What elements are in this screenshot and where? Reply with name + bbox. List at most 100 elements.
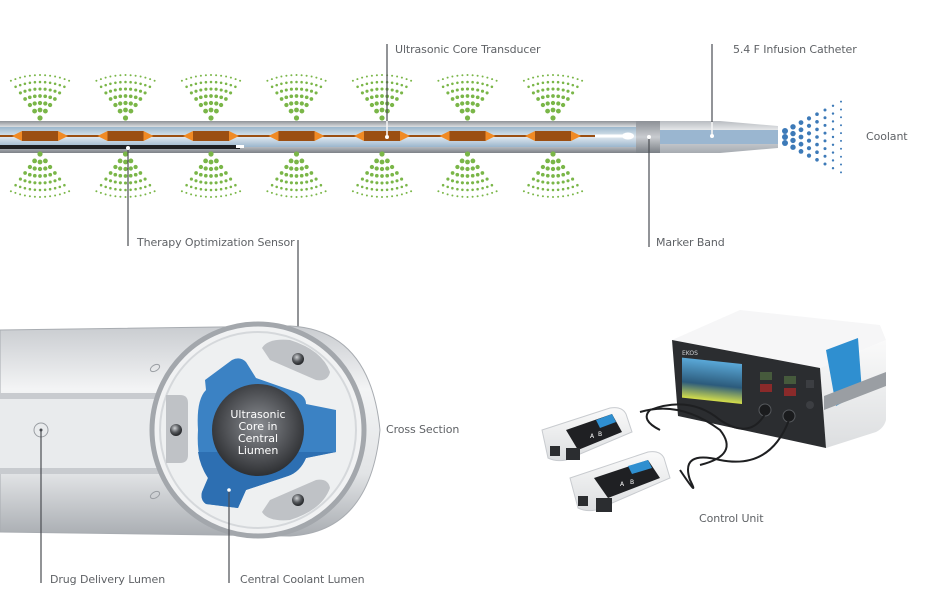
wave-dot	[527, 85, 530, 89]
wave-dot	[481, 75, 484, 78]
wave-dot	[129, 74, 132, 77]
module-panel-accent	[628, 460, 652, 474]
wave-dot	[370, 195, 373, 198]
wave-dot	[288, 158, 294, 164]
coolant-dot	[823, 116, 827, 120]
wave-dot	[109, 194, 112, 197]
wave-dot	[133, 172, 138, 177]
wave-dot	[465, 159, 470, 165]
wave-dot	[460, 94, 465, 99]
wave-dot	[33, 80, 37, 84]
wave-dot	[361, 193, 364, 196]
wave-dot	[356, 85, 359, 89]
wave-dot	[138, 89, 143, 93]
stop-button-a[interactable]	[760, 384, 772, 392]
wave-dot	[48, 172, 53, 177]
wave-dot	[369, 172, 374, 177]
wave-dot	[18, 91, 22, 95]
wave-dot	[581, 79, 584, 82]
stop-button-b[interactable]	[784, 388, 796, 396]
wave-dot	[310, 186, 313, 190]
wave-dot	[527, 183, 530, 187]
wave-dot	[379, 159, 385, 165]
wave-dot	[561, 81, 565, 85]
wave-dot	[369, 95, 374, 100]
wave-dot	[27, 102, 33, 108]
module-channel-label: A	[590, 433, 595, 440]
wave-dot	[446, 91, 450, 95]
wave-dot	[128, 108, 134, 114]
wave-dot	[275, 83, 278, 87]
label-coolant: Coolant	[866, 130, 908, 143]
wave-dot	[400, 83, 404, 87]
wave-dot	[19, 193, 22, 196]
wave-dot	[58, 76, 61, 79]
coolant-dot	[806, 116, 812, 121]
transducer-tip	[183, 131, 193, 141]
wave-dot	[470, 108, 476, 114]
power-button[interactable]	[806, 401, 814, 409]
wave-dot	[33, 87, 37, 91]
coolant-spray	[782, 100, 842, 174]
wave-dot	[229, 83, 233, 87]
transducer-tip	[97, 131, 108, 141]
wave-dot	[464, 115, 471, 121]
start-button-a[interactable]	[760, 372, 772, 380]
wave-dot	[28, 195, 31, 198]
wave-dot	[284, 88, 288, 92]
wave-dot	[48, 180, 52, 184]
coolant-dot	[798, 127, 804, 133]
coolant-dot	[806, 153, 812, 158]
core-label-line: Liumen	[238, 444, 279, 457]
wave-dot	[576, 191, 579, 194]
wave-dot	[546, 87, 550, 91]
wave-dot	[39, 74, 41, 76]
wave-dot	[44, 74, 47, 77]
wave-dot	[295, 188, 298, 192]
wave-dot	[23, 186, 27, 190]
wave-dot	[395, 97, 399, 101]
wave-dot	[123, 174, 128, 178]
wave-dot	[380, 181, 384, 185]
wave-dot	[490, 85, 494, 89]
wave-dot	[455, 88, 459, 92]
wave-dot	[545, 108, 550, 114]
wave-dot	[396, 194, 399, 197]
wave-dot	[53, 89, 57, 93]
wave-dot	[545, 94, 550, 99]
start-button-b[interactable]	[784, 376, 796, 384]
wave-dot	[58, 177, 62, 181]
wave-dot	[374, 158, 379, 164]
wave-dot	[138, 97, 143, 101]
wave-dot	[123, 181, 128, 185]
core-label-line: Central	[238, 432, 278, 445]
wave-dot	[324, 190, 327, 193]
wave-dot	[185, 183, 188, 187]
wave-dot	[315, 83, 318, 87]
wave-dot	[536, 179, 540, 183]
wave-dot	[203, 158, 209, 164]
alarm-button[interactable]	[806, 380, 814, 388]
label-cross-section: Cross Section	[386, 423, 460, 436]
wave-dot	[33, 74, 36, 77]
wave-dot	[562, 74, 565, 77]
wave-dot	[441, 183, 445, 187]
wave-dot	[214, 158, 219, 164]
display-screen	[682, 357, 742, 404]
wave-dot	[405, 191, 408, 194]
wave-dot	[446, 76, 449, 79]
wave-dot	[198, 95, 203, 100]
wave-dot	[279, 89, 284, 93]
wave-dot	[214, 87, 218, 91]
wave-dot	[280, 75, 283, 78]
wave-dot	[128, 166, 133, 171]
wave-dot	[437, 79, 440, 82]
wave-dot	[204, 188, 208, 192]
wave-dot	[385, 188, 389, 192]
wave-dot	[27, 95, 32, 100]
wave-dot	[304, 95, 309, 100]
wave-dot	[299, 166, 304, 171]
wave-dot	[380, 87, 384, 91]
wave-dot	[23, 75, 26, 78]
wave-dot	[390, 81, 394, 85]
